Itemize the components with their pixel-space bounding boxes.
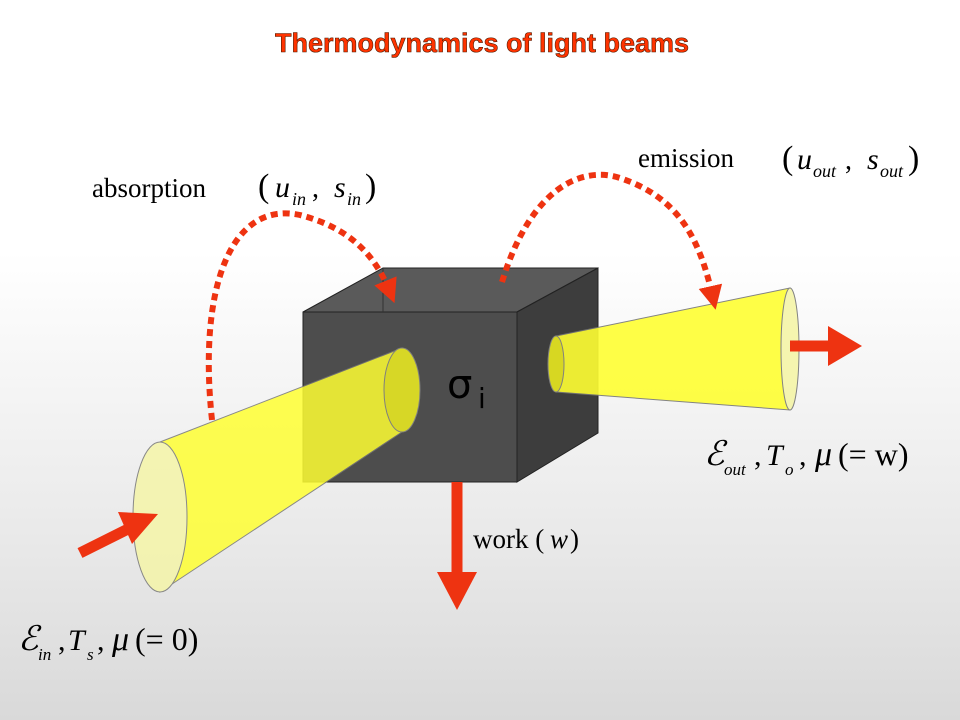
svg-text:,: , [97,624,105,657]
svg-text:in: in [292,189,306,209]
svg-text:o: o [785,460,794,479]
svg-text:T: T [68,624,87,657]
outgoing-state-formula: ℰ out , T o , μ (= w) [704,436,908,479]
svg-text:out: out [724,460,747,479]
emission-pair: ( u out , s out ) [782,140,919,181]
svg-text:w: w [550,524,568,554]
svg-text:μ: μ [111,621,129,658]
svg-text:ℰ: ℰ [18,621,42,658]
svg-text:(= w): (= w) [838,436,908,472]
incoming-beam-exit [383,347,421,433]
svg-text:,: , [58,624,66,657]
incoming-arrow [77,512,158,558]
absorption-label: absorption [92,173,206,203]
incoming-beam [132,347,421,593]
svg-text:,: , [754,439,762,472]
svg-text:u: u [275,171,290,204]
svg-text:in: in [347,189,361,209]
svg-text:work (: work ( [473,524,544,554]
svg-text:(: ( [258,168,269,205]
svg-text:out: out [813,161,837,181]
svg-text:s: s [334,171,346,204]
svg-text:): ) [365,168,376,205]
svg-text:u: u [797,143,812,176]
svg-text:(: ( [782,140,793,177]
incoming-state-formula: ℰ in , T s , μ (= 0) [18,621,198,664]
svg-text:,: , [312,173,319,204]
svg-text:(= 0): (= 0) [135,621,198,657]
svg-text:,: , [799,439,807,472]
emission-dotted-arrow [499,171,723,310]
emission-label: emission [638,143,735,173]
box-sigma-subscript: i [478,382,486,415]
diagram-title: Thermodynamics of light beams [275,28,689,58]
svg-text:s: s [867,143,879,176]
svg-text:,: , [845,145,852,176]
box-sigma-label: σ [447,362,472,408]
outgoing-beam-source [547,335,565,393]
svg-text:μ: μ [814,436,832,473]
svg-text:in: in [38,645,51,664]
svg-text:T: T [766,439,785,472]
svg-text:ℰ: ℰ [704,436,728,473]
svg-text:out: out [880,161,904,181]
outgoing-arrow [790,326,862,366]
absorption-pair: ( u in , s in ) [258,168,376,209]
work-label: work ( w ) [473,524,579,554]
svg-text:s: s [87,645,94,664]
svg-text:): ) [570,524,579,554]
work-arrow [437,482,477,610]
svg-text:): ) [908,140,919,177]
